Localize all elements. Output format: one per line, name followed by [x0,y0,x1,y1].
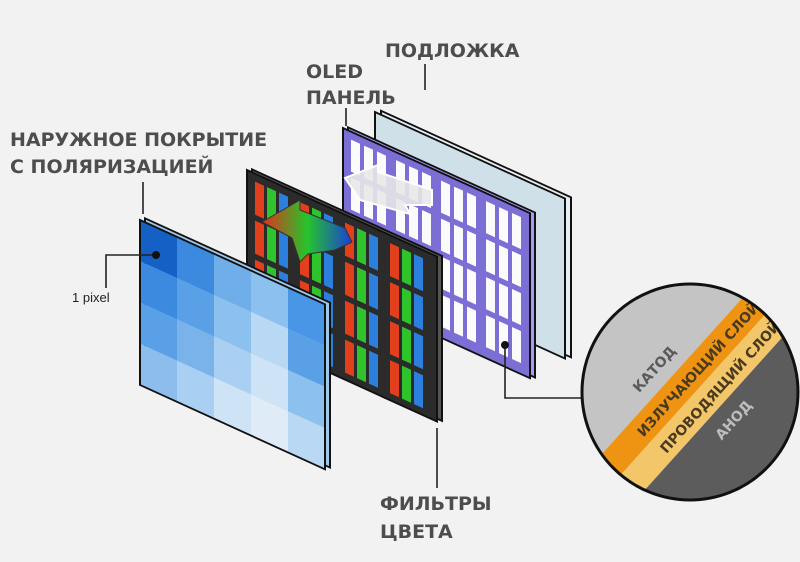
oled-subpixel [467,306,476,343]
leader-oled-layer [504,345,595,399]
oled-subpixel [467,192,476,229]
color-filter-subpixel [345,261,354,299]
color-filter-subpixel [414,293,423,331]
color-filter-subpixel [357,228,366,266]
oled-subpixel [499,321,508,358]
label-filters-2: ЦВЕТА [380,521,453,543]
color-filter-subpixel [402,248,411,286]
glass-pixel-cell [288,411,325,470]
oled-dot [501,341,509,349]
glass-pixel-cell [140,220,177,279]
color-filter-subpixel [357,345,366,383]
color-filter-subpixel [324,252,333,290]
color-filter-subpixel [390,321,399,359]
oled-subpixel [499,245,508,282]
oled-subpixel [499,207,508,244]
color-filter-subpixel [369,233,378,271]
light-arrow-white [343,163,433,216]
glass-pixel-cell [251,311,288,370]
color-filter-subpixel [402,365,411,403]
label-coating-2: С ПОЛЯРИЗАЦИЕЙ [10,155,213,178]
color-filter-subpixel [255,181,264,219]
color-filter-subpixel [312,246,321,284]
oled-subpixel [454,300,463,337]
glass-pixel-cell [288,287,325,346]
glass-pixel-cell [251,353,288,412]
glass-pixel-cell [214,377,251,436]
color-filter-subpixel [402,287,411,325]
color-filter-subpixel [345,300,354,338]
oled-subpixel [409,204,418,241]
glass-pixel-cell [140,343,177,402]
glass-pixel-cell [177,236,214,295]
color-filter-subpixel [369,272,378,310]
oled-subpixel [512,289,521,326]
glass-pixel-cell [140,302,177,361]
oled-subpixel [454,262,463,299]
leader-pixel [105,254,156,288]
glass-pixel-cell [214,253,251,312]
glass-pixel-cell [288,328,325,387]
pixel-dot [152,251,160,259]
glass-pixel-cell [214,336,251,395]
oled-subpixel [467,268,476,305]
color-filter-subpixel [345,339,354,377]
color-filter-subpixel [414,371,423,409]
glass-pixel-cell [177,278,214,337]
polarizing-coating-panel [139,216,331,471]
oled-subpixel [441,218,450,255]
color-filter-subpixel [369,350,378,388]
label-filters-1: ФИЛЬТРЫ [380,493,492,515]
oled-subpixel [512,213,521,250]
color-filter-subpixel [255,220,264,258]
oled-subpixel [486,315,495,352]
color-filter-subpixel [369,311,378,349]
glass-pixel-cell [177,319,214,378]
oled-subpixel [486,277,495,314]
color-filter-subpixel [414,332,423,370]
label-oled-2: ПАНЕЛЬ [306,87,396,109]
color-filter-subpixel [357,306,366,344]
glass-pixel-cell [140,261,177,320]
label-coating-1: НАРУЖНОЕ ПОКРЫТИЕ [10,129,267,151]
light-arrow-rgb [260,199,353,263]
oled-subpixel [512,327,521,364]
label-oled-1: OLED [306,61,363,83]
oled-subpixel [422,210,431,247]
label-substrate: ПОДЛОЖКА [385,40,520,62]
oled-subpixel [441,180,450,217]
glass-pixel-cell [251,394,288,453]
color-filter-subpixel [357,267,366,305]
glass-pixel-cell [251,270,288,329]
oled-subpixel [499,283,508,320]
color-filter-subpixel [390,243,399,281]
oled-subpixel [512,251,521,288]
layer-magnifier: КАТОД ИЗЛУЧАЮЩИЙ СЛОЙ ПРОВОДЯЩИЙ СЛОЙ АН… [582,284,798,500]
color-filter-subpixel [390,282,399,320]
color-filter-subpixel [402,326,411,364]
oled-subpixel [486,201,495,238]
oled-subpixel [454,186,463,223]
glass-pixel-cell [288,369,325,429]
glass-pixel-cell [214,294,251,354]
label-pixel: 1 pixel [72,290,110,305]
oled-subpixel [441,256,450,293]
oled-subpixel [486,239,495,276]
oled-subpixel [351,139,360,176]
glass-pixel-cell [177,360,214,419]
oled-subpixel [467,230,476,267]
color-filter-subpixel [390,360,399,398]
color-filter-subpixel [267,226,276,264]
oled-subpixel [441,294,450,331]
color-filter-subpixel [279,231,288,269]
oled-subpixel [454,224,463,261]
color-filter-subpixel [414,254,423,292]
